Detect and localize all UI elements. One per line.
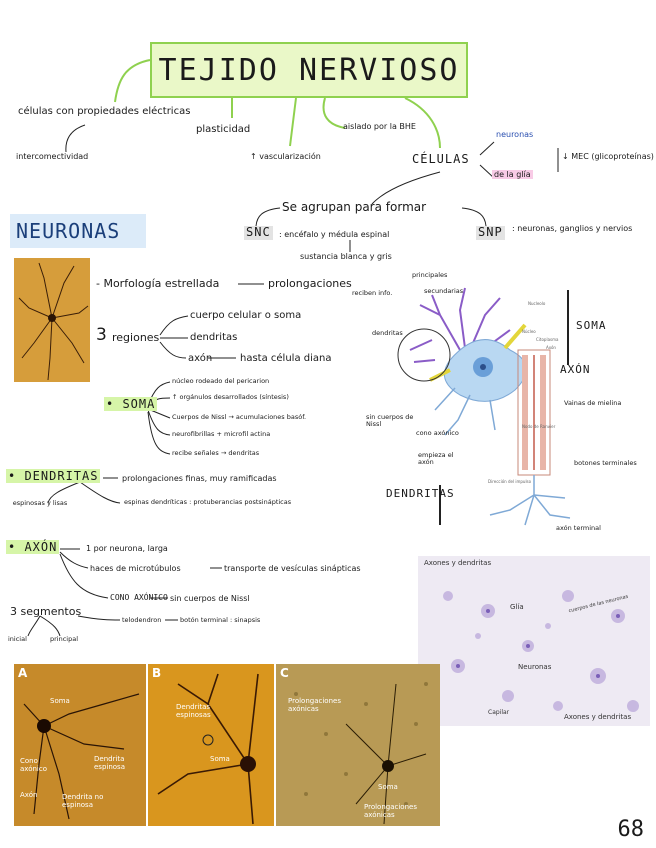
soma-item: ↑ orgánulos desarrollados (síntesis)	[172, 393, 289, 401]
micro-neuronas: Neuronas	[518, 663, 552, 671]
diagram-dendritas-big: DENDRITAS	[386, 487, 455, 500]
empieza-axon: empieza el axón	[418, 451, 454, 467]
soma-item: recibe señales → dendritas	[172, 449, 260, 457]
snp-desc: : neuronas, ganglios y nervios	[512, 224, 633, 233]
page-number: 68	[617, 817, 645, 842]
axon-heading: • AXÓN	[6, 540, 60, 555]
snc-desc2: sustancia blanca y gris	[300, 252, 392, 261]
espinas-dendriticas: espinas dendríticas : protuberancias pos…	[124, 498, 292, 506]
vascularizacion: ↑ vascularización	[250, 152, 321, 161]
dendritas-heading: • DENDRITAS	[6, 469, 101, 484]
celulas-label: CÉLULAS	[412, 152, 470, 166]
boton-terminal: botón terminal : sinapsis	[180, 616, 261, 624]
intercomectividad: intercomectividad	[16, 152, 89, 161]
diagram-dendritas: dendritas	[372, 329, 403, 337]
neuronas-heading: NEURONAS	[10, 214, 146, 248]
sin-cuerpos-nissl: sin cuerpos de Nissl	[366, 413, 414, 429]
panel-b-dend: Dendritas espinosas	[176, 703, 211, 719]
micro-axones-bot: Axones y dendritas	[564, 713, 632, 721]
panel-b: B Dendritas espinosas Soma	[148, 664, 274, 826]
aislado-bhe: aislado por la BHE	[343, 122, 416, 131]
panel-c-prol-top: Prolongaciones axónicas	[288, 697, 341, 713]
soma-item: neurofibrillas + microfil actina	[172, 430, 271, 438]
panel-c-soma: Soma	[378, 783, 398, 791]
dendritas-desc: prolongaciones finas, muy ramificadas	[122, 474, 277, 483]
dendritas-side: espinosas y lisas	[12, 499, 68, 507]
cono-axonico: CONO AXÓNICO	[110, 593, 168, 602]
neuron-diagram	[397, 287, 571, 526]
glia-small: de la glía	[492, 170, 533, 180]
vainas-mielina: Vainas de mielina	[564, 399, 622, 407]
snc-label: SNC	[244, 225, 273, 240]
celulas-propiedades: células con propiedades eléctricas	[18, 106, 191, 117]
dend-secundarias: secundarias	[424, 287, 464, 295]
diagram-axon: AXÓN	[560, 363, 591, 376]
morfologia: - Morfología estrellada	[96, 277, 220, 290]
panel-a-dend-noesp: Dendrita no espinosa	[62, 793, 104, 809]
diagram-tiny-label: Citoplasma	[536, 337, 559, 342]
hasta-celula: hasta célula diana	[240, 353, 332, 364]
segmentos: 3 segmentos	[10, 605, 82, 618]
panel-c-letter: C	[280, 666, 289, 680]
snc-desc: : encéfalo y médula espinal	[279, 230, 390, 239]
diagram-tiny-label: Nodo de Ranvier	[522, 424, 556, 429]
diagram-tiny-label: Axón	[546, 345, 556, 350]
micro-glia: Glía	[510, 603, 524, 611]
axon-2b: transporte de vesículas sinápticas	[224, 564, 361, 573]
panel-c: C Prolongaciones axónicas Soma Prolongac…	[276, 664, 440, 826]
segmento-principal: principal	[50, 635, 79, 643]
panel-a-dend-esp: Dendrita espinosa	[94, 755, 125, 771]
botones-terminales: botones terminales	[574, 459, 637, 467]
soma-item: núcleo rodeado del pericarion	[172, 377, 270, 385]
diagram-tiny-label: Nucleolo	[528, 301, 546, 306]
reciben-info: reciben info.	[352, 289, 393, 297]
panel-b-soma: Soma	[210, 755, 230, 763]
segmento-inicial: inicial	[8, 635, 27, 643]
plasticidad: plasticidad	[196, 124, 251, 135]
agrupan-label: Se agrupan para formar	[282, 200, 427, 214]
cono-desc: sin cuerpos de Nissl	[170, 594, 250, 603]
micrograph-nissl: Axones y dendritas Glía Neuronas Capilar…	[418, 556, 650, 726]
panel-b-letter: B	[152, 666, 162, 680]
panel-c-prol-bot: Prolongaciones axónicas	[364, 803, 417, 819]
panel-a-letter: A	[18, 666, 28, 680]
regiones: regiones	[112, 331, 160, 344]
snp-label: SNP	[476, 225, 505, 240]
cuerpo-celular: cuerpo celular o soma	[190, 310, 302, 321]
axon-2: haces de microtúbulos	[90, 564, 181, 573]
panel-a: A Soma Cono axónico Axón Dendrita espino…	[14, 664, 146, 826]
panel-a-cono: Cono axónico	[20, 757, 48, 773]
soma-heading: • SOMA	[104, 397, 158, 412]
diagram-tiny-label: Núcleo	[522, 329, 536, 334]
mec-label: ↓ MEC (glicoproteínas)	[562, 152, 654, 161]
micro-axones-top: Axones y dendritas	[424, 559, 492, 567]
axon-heading-text: • AXÓN	[6, 540, 60, 554]
prolongaciones: prolongaciones	[268, 277, 352, 290]
dend-principales: principales	[412, 271, 448, 279]
dendritas-heading-text: • DENDRITAS	[6, 469, 101, 483]
neuron-photo	[14, 258, 90, 382]
diagram-soma: SOMA	[576, 319, 607, 332]
axon-terminal: axón terminal	[556, 524, 601, 532]
axon-1: 1 por neurona, larga	[86, 544, 168, 553]
telodendron: telodendron	[122, 616, 162, 624]
panel-a-soma: Soma	[50, 697, 70, 705]
page-title: TEJIDO NERVIOSO	[150, 42, 468, 98]
diagram-tiny-label: Dirección del impulso	[488, 479, 532, 484]
soma-item: Cuerpos de Nissl → acumulaciones basóf.	[172, 413, 307, 421]
micro-capilar: Capilar	[488, 709, 510, 716]
diagram-cono: cono axónico	[416, 429, 459, 437]
soma-heading-text: • SOMA	[104, 397, 158, 411]
regiones-number: 3	[96, 325, 107, 345]
dendritas-region: dendritas	[190, 332, 238, 343]
neuronas-small: neuronas	[496, 130, 534, 139]
axon-region: axón	[188, 353, 213, 364]
panel-a-axon: Axón	[20, 791, 38, 799]
